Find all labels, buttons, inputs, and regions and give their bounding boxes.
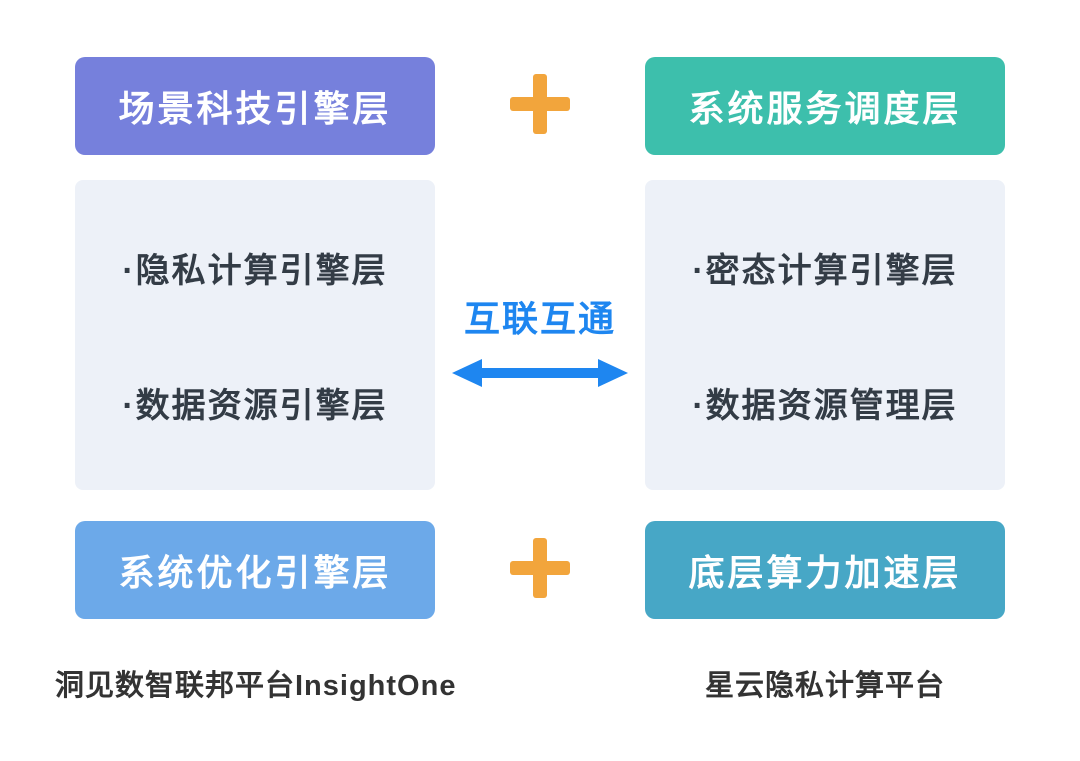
right-top-header: 系统服务调度层	[645, 57, 1005, 155]
interconnect-group: 互联互通	[450, 290, 630, 390]
right-middle-box: ·密态计算引擎层 ·数据资源管理层	[645, 180, 1005, 490]
left-bottom-header: 系统优化引擎层	[75, 521, 435, 619]
right-platform-caption: 星云隐私计算平台	[704, 670, 945, 702]
right-middle-item-1: ·密态计算引擎层	[692, 252, 958, 290]
left-middle-item-2: ·数据资源引擎层	[122, 387, 388, 425]
right-middle-item-2: ·数据资源管理层	[692, 387, 958, 425]
left-platform-caption: 洞见数智联邦平台InsightOne	[55, 670, 457, 702]
plus-icon	[510, 74, 570, 134]
plus-icon	[510, 538, 570, 598]
plus-vertical-bar	[533, 74, 547, 134]
right-bottom-header: 底层算力加速层	[645, 521, 1005, 619]
left-middle-item-1: ·隐私计算引擎层	[122, 252, 388, 290]
left-middle-box: ·隐私计算引擎层 ·数据资源引擎层	[75, 180, 435, 490]
plus-vertical-bar	[533, 538, 547, 598]
left-top-header: 场景科技引擎层	[75, 57, 435, 155]
double-headed-arrow-icon	[452, 359, 628, 387]
interconnect-label: 互联互通	[463, 298, 616, 339]
